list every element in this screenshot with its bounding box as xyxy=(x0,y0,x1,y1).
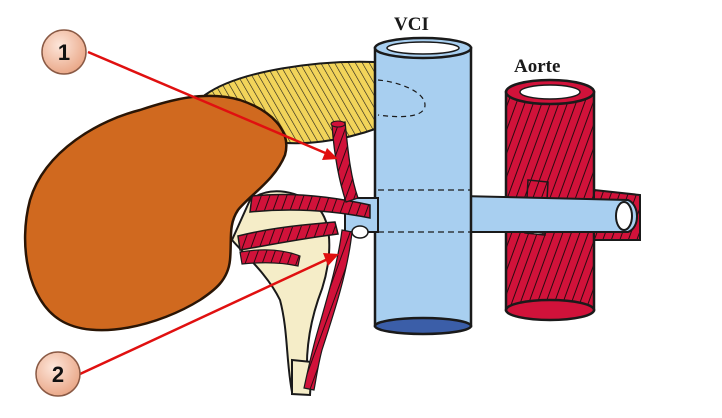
renal-artery-lower xyxy=(237,221,339,251)
renal-artery-branch xyxy=(239,249,301,267)
marker-1: 1 xyxy=(41,29,87,75)
marker-2: 2 xyxy=(35,351,81,397)
marker-2-number: 2 xyxy=(52,362,64,387)
adrenal-artery xyxy=(331,121,359,203)
renal-artery-upper xyxy=(249,193,371,219)
arrow-1 xyxy=(87,50,331,157)
kidney xyxy=(23,94,288,332)
ureteric-artery xyxy=(303,229,353,391)
arrow-1-head xyxy=(322,148,338,160)
arrow-2-head xyxy=(323,253,339,266)
vci-label: VCI xyxy=(394,14,429,35)
marker-1-number: 1 xyxy=(58,40,70,65)
vci xyxy=(373,36,473,336)
left-renal-vein xyxy=(459,194,638,233)
arrow-2 xyxy=(79,256,331,376)
aorta-label: Aorte xyxy=(514,56,560,77)
